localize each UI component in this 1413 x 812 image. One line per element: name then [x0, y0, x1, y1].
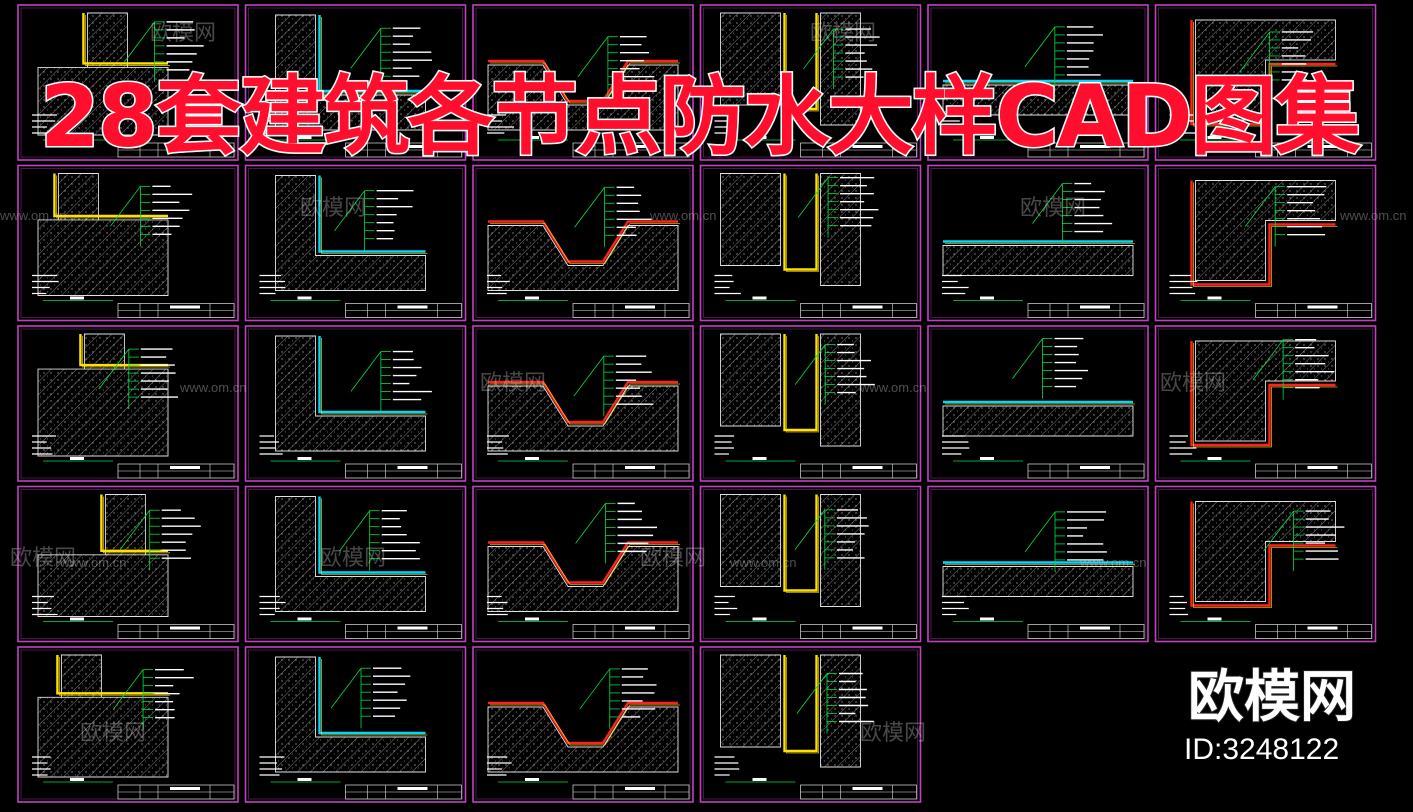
cad-sheet [927, 325, 1149, 482]
watermark-logo: 欧模网 [1020, 196, 1087, 221]
cad-sheet [699, 646, 922, 803]
cad-sheet [472, 4, 694, 161]
cad-sheet [699, 164, 922, 322]
cad-sheet [699, 485, 922, 643]
cad-sheet [17, 164, 239, 322]
cad-sheet [244, 4, 467, 161]
watermark-logo: 欧模网 [810, 21, 877, 46]
cad-sheet [927, 485, 1149, 643]
cad-sheet [17, 646, 239, 803]
watermark-logo: 欧模网 [300, 196, 367, 221]
watermark-url: www.om.cn [650, 208, 717, 223]
cad-sheet [472, 646, 694, 803]
cad-sheet [17, 4, 239, 161]
cad-sheet [1154, 4, 1377, 161]
watermark-logo: 欧模网 [150, 21, 217, 46]
cad-sheet [244, 325, 467, 482]
watermark-url: www.om.cn [730, 555, 797, 570]
cad-sheet [472, 164, 694, 322]
watermark-url: www.om.cn [860, 380, 927, 395]
cad-sheet [17, 325, 239, 482]
cad-sheet [927, 164, 1149, 322]
cad-sheet [17, 485, 239, 643]
watermark-logo: 欧模网 [10, 546, 77, 571]
watermark-logo: 欧模网 [80, 721, 147, 746]
cad-sheet [472, 325, 694, 482]
watermark-url: www.om.cn [60, 555, 127, 570]
headline-title: 28套建筑各节点防水大样CAD图集 [39, 66, 1363, 169]
cad-sheet [927, 4, 1149, 161]
cad-sheet [1154, 164, 1377, 322]
watermark-url: www.om.cn [1080, 555, 1147, 570]
watermark-logo: 欧模网 [860, 721, 927, 746]
cad-sheet [244, 485, 467, 643]
watermark-url: www.om.cn [1340, 208, 1407, 223]
watermark-logo: 欧模网 [640, 546, 707, 571]
brand-id: ID:3248122 [1184, 733, 1340, 766]
watermark-logo: 欧模网 [320, 546, 387, 571]
watermark-logo: 欧模网 [480, 371, 547, 396]
cad-sheet [472, 485, 694, 643]
cad-sheet [1154, 485, 1377, 643]
watermark-url: www.om.cn [0, 208, 67, 223]
cad-sheet [1154, 325, 1377, 482]
brand-logo-text: 欧模网 [1187, 665, 1357, 731]
cad-sheet [244, 164, 467, 322]
cad-sheet [244, 646, 467, 803]
watermark-url: www.om.cn [180, 380, 247, 395]
cad-sheet [699, 325, 922, 482]
watermark-logo: 欧模网 [1160, 371, 1227, 396]
cad-sheet [699, 4, 922, 161]
